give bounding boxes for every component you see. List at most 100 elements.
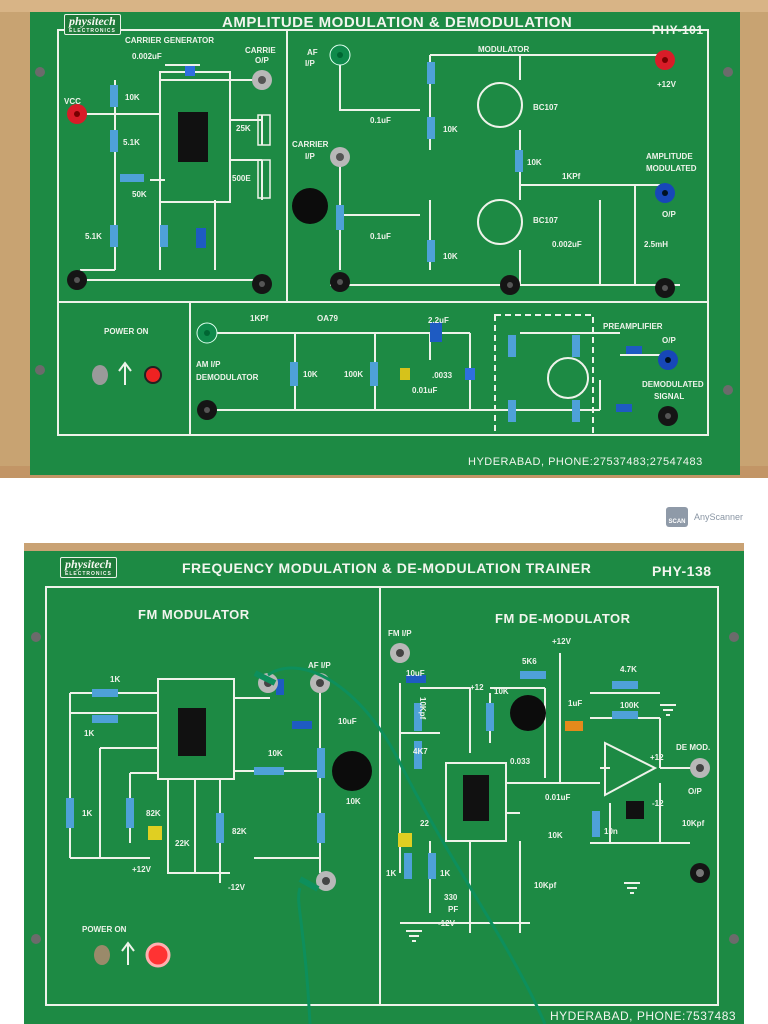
label-5k6: 5K6 xyxy=(522,657,537,666)
label-1k-d: 1K xyxy=(386,869,397,878)
label-0033: 0.033 xyxy=(510,757,531,766)
label-demodulator: DEMODULATOR xyxy=(196,373,259,382)
label-fm-ip: FM I/P xyxy=(388,629,412,638)
label-fm-demodulator: FM DE-MODULATOR xyxy=(495,611,631,626)
label-plus12-c: +12 xyxy=(650,753,664,762)
label-10k: 10K xyxy=(125,93,140,102)
label-am-op1: AMPLITUDE xyxy=(646,152,693,161)
label-50k: 50K xyxy=(132,190,147,199)
label-1kpf-dem: 1KPf xyxy=(250,314,269,323)
label-1k-a: 1K xyxy=(110,675,121,684)
label-10k-b-mod: 10K xyxy=(346,797,361,806)
label-100k: 100K xyxy=(344,370,364,379)
label-de-op: O/P xyxy=(688,787,702,796)
label-af-ip: AF xyxy=(307,48,318,57)
label-25mh: 2.5mH xyxy=(644,240,669,249)
label-pre-op: O/P xyxy=(662,336,676,345)
label-10uf-mod: 10uF xyxy=(338,717,357,726)
label-001uf: 0.01uF xyxy=(545,793,571,802)
label-plus12v-mod: +12V xyxy=(132,865,151,874)
label-1k-c: 1K xyxy=(82,809,93,818)
label-minus12v-mod: -12V xyxy=(228,883,245,892)
label-500e: 500E xyxy=(232,174,251,183)
label-22-b: 22 xyxy=(420,819,429,828)
label-10k-b: 10K xyxy=(443,125,458,134)
fm-board-model: PHY-138 xyxy=(652,563,712,579)
label-4k7: 4K7 xyxy=(413,747,428,756)
label-10kpf-out: 10Kpf xyxy=(682,819,705,828)
anyscanner-brand: AnyScanner xyxy=(694,512,744,522)
label-25k: 25K xyxy=(236,124,251,133)
label-22k: 22K xyxy=(175,839,190,848)
label-modulator: MODULATOR xyxy=(478,45,530,54)
label-10k-d-dem: 10K xyxy=(548,831,563,840)
label-10uf-dem: 10uF xyxy=(406,669,425,678)
label-bc107-b: BC107 xyxy=(533,216,558,225)
label-1k-b: 1K xyxy=(84,729,95,738)
label-82k-a: 82K xyxy=(146,809,161,818)
label-1k-e: 1K xyxy=(440,869,451,878)
label-330: 330 xyxy=(444,893,458,902)
fm-board-title: FREQUENCY MODULATION & DE-MODULATION TRA… xyxy=(182,560,592,576)
label-am-ip: AM I/P xyxy=(196,360,221,369)
label-af-ip2: I/P xyxy=(305,59,315,68)
label-pf: PF xyxy=(448,905,459,914)
fm-board-graphic xyxy=(0,543,768,1024)
label-10k-a-mod: 10K xyxy=(268,749,283,758)
label-0002uf: 0.002uF xyxy=(552,240,582,249)
label-minus12-c: -12 xyxy=(652,799,664,808)
am-board-model: PHY-101 xyxy=(652,23,704,37)
label-10k-e: 10K xyxy=(303,370,318,379)
label-plus12v-b: +12V xyxy=(552,637,571,646)
am-board-title: AMPLITUDE MODULATION & DEMODULATION xyxy=(222,14,573,31)
fm-board-footer: HYDERABAD, PHONE:7537483 xyxy=(550,1009,737,1023)
label-am-op2: MODULATED xyxy=(646,164,697,173)
label-plus12-a: +12 xyxy=(470,683,484,692)
label-51k-b: 5.1K xyxy=(85,232,102,241)
label-carrier-generator: CARRIER GENERATOR xyxy=(125,36,215,45)
label-10kpf-dem: 10Kpf xyxy=(418,697,427,720)
label-plus12v: +12V xyxy=(657,80,676,89)
label-01uf-a: 0.1uF xyxy=(370,116,391,125)
label-dem-sig2: SIGNAL xyxy=(654,392,685,401)
label-10k-d: 10K xyxy=(527,158,542,167)
label-oa79: OA79 xyxy=(317,314,338,323)
label-22uf: 2.2uF xyxy=(428,316,449,325)
label-vcc: VCC xyxy=(64,97,81,106)
label-bc107-a: BC107 xyxy=(533,103,558,112)
label-10k-c: 10K xyxy=(443,252,458,261)
label-carrier-op: CARRIE xyxy=(245,46,276,55)
scan-icon: SCAN xyxy=(666,507,688,527)
label-82k-b: 82K xyxy=(232,827,247,836)
label-51k: 5.1K xyxy=(123,138,140,147)
label-power-on: POWER ON xyxy=(104,327,149,336)
label-47k: 4.7K xyxy=(620,665,637,674)
label-carrier-ip: CARRIER xyxy=(292,140,329,149)
am-board-footer: HYDERABAD, PHONE:27537483;27547483 xyxy=(468,456,703,468)
label-100k-dem: 100K xyxy=(620,701,640,710)
label-minus12v-dem: -12V xyxy=(438,919,455,928)
label-carrier-op2: O/P xyxy=(255,56,269,65)
label-fm-modulator: FM MODULATOR xyxy=(138,607,250,622)
label-preamplifier: PREAMPLIFIER xyxy=(603,322,663,331)
am-board-graphic xyxy=(0,0,768,478)
label-dem-sig1: DEMODULATED xyxy=(642,380,704,389)
label-cap-002: 0.002uF xyxy=(132,52,162,61)
label-1kpf: 1KPf xyxy=(562,172,581,181)
label-001uf: 0.01uF xyxy=(412,386,438,395)
label-am-op: O/P xyxy=(662,210,676,219)
label-10n: 10n xyxy=(604,827,618,836)
label-0033: .0033 xyxy=(432,371,453,380)
label-01uf-b: 0.1uF xyxy=(370,232,391,241)
label-10k-c-dem: 10K xyxy=(494,687,509,696)
label-af-ip-mod: AF I/P xyxy=(308,661,331,670)
label-1uf: 1uF xyxy=(568,699,583,708)
label-carrier-ip2: I/P xyxy=(305,152,315,161)
label-10kpf-dem-b: 10Kpf xyxy=(534,881,557,890)
anyscanner-watermark: SCAN AnyScanner xyxy=(666,507,743,527)
label-de-mod: DE MOD. xyxy=(676,743,711,752)
